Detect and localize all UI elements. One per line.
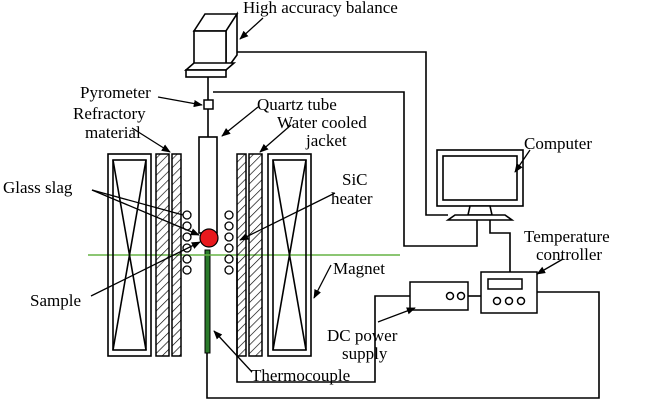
sic-heater bbox=[182, 210, 234, 275]
refractory-left bbox=[171, 153, 182, 357]
label-refractory-2: material bbox=[85, 123, 141, 142]
label-refractory-1: Refractory bbox=[73, 104, 146, 123]
magnet-left bbox=[107, 153, 152, 357]
wires bbox=[206, 51, 600, 399]
label-dc-power-2: supply bbox=[342, 344, 388, 363]
leader-lines bbox=[90, 17, 564, 373]
label-temperature-2: controller bbox=[536, 245, 602, 264]
label-temperature-1: Temperature bbox=[524, 227, 610, 246]
water-jacket-right bbox=[248, 153, 263, 357]
label-water-jacket-2: jacket bbox=[305, 131, 347, 150]
label-pyrometer: Pyrometer bbox=[80, 83, 151, 102]
label-sample: Sample bbox=[30, 291, 81, 310]
pyrometer-block bbox=[203, 99, 214, 110]
balance-box bbox=[183, 11, 239, 78]
water-jacket-left bbox=[155, 153, 170, 357]
label-computer: Computer bbox=[524, 134, 592, 153]
refractory-right bbox=[236, 153, 247, 357]
sample bbox=[199, 228, 219, 248]
label-balance: High accuracy balance bbox=[243, 0, 398, 17]
quartz-tube bbox=[198, 136, 218, 234]
thermocouple bbox=[204, 249, 211, 354]
label-sic-2: heater bbox=[331, 189, 373, 208]
dc-power-supply bbox=[409, 281, 469, 311]
label-quartz-tube: Quartz tube bbox=[257, 95, 337, 114]
computer bbox=[436, 149, 524, 221]
magnet-right bbox=[267, 153, 312, 357]
label-dc-power-1: DC power bbox=[327, 326, 398, 345]
label-glass-slag: Glass slag bbox=[3, 178, 73, 197]
label-magnet: Magnet bbox=[333, 259, 385, 278]
label-water-jacket-1: Water cooled bbox=[277, 113, 367, 132]
temperature-controller bbox=[480, 271, 538, 314]
label-thermocouple: Thermocouple bbox=[251, 366, 350, 385]
label-sic-1: SiC bbox=[342, 170, 368, 189]
